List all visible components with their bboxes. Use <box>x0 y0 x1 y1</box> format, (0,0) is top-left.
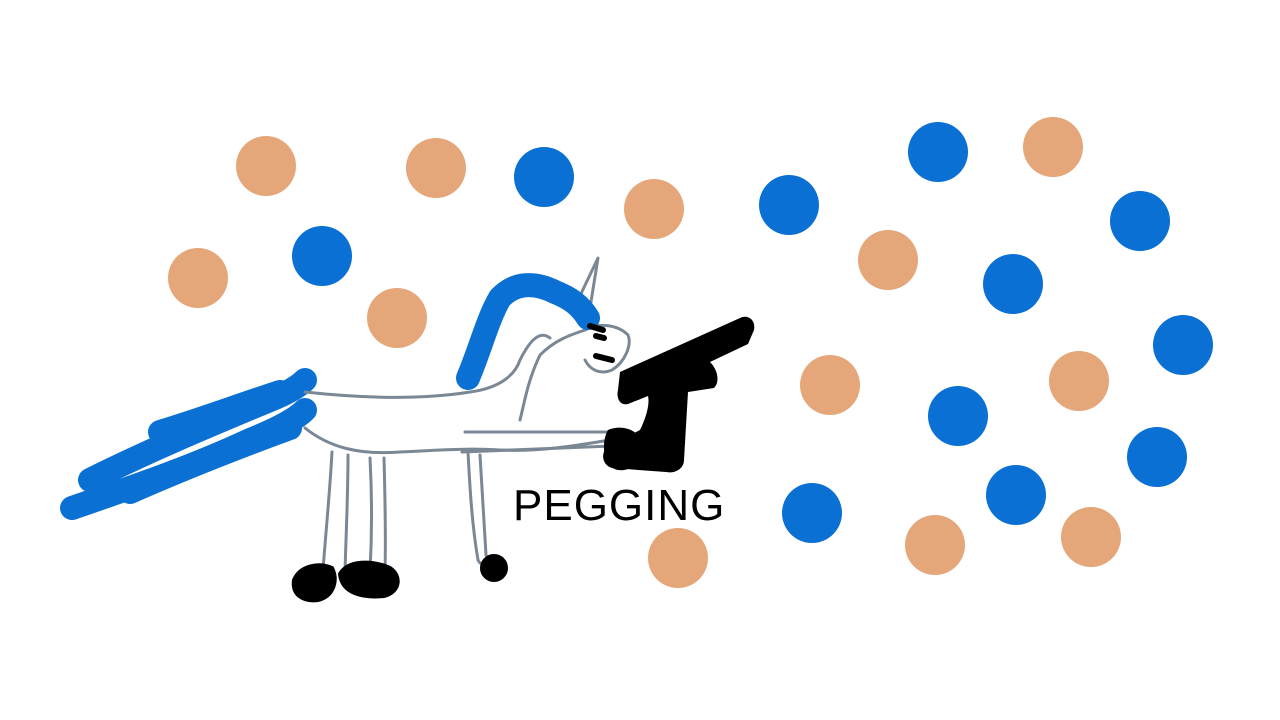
tan-dot <box>1061 507 1121 567</box>
tan-dot <box>236 136 296 196</box>
tan-dot <box>1023 117 1083 177</box>
unicorn-hooves <box>291 554 508 603</box>
unicorn-horn <box>576 256 600 310</box>
blue-dot <box>1153 315 1213 375</box>
blue-dot <box>908 122 968 182</box>
tan-dot <box>905 515 965 575</box>
tan-dot <box>1049 351 1109 411</box>
blue-dot <box>1127 427 1187 487</box>
tan-dot <box>168 248 228 308</box>
tan-dot <box>406 138 466 198</box>
unicorn-mane <box>456 273 600 390</box>
unicorn-figure <box>60 256 631 603</box>
unicorn-face <box>587 323 615 363</box>
unicorn-tail <box>60 368 317 520</box>
blue-dot <box>782 483 842 543</box>
blue-dot <box>1110 191 1170 251</box>
tan-dot <box>367 288 427 348</box>
blue-dot <box>292 226 352 286</box>
blue-dot <box>759 175 819 235</box>
unicorn-legs <box>321 450 494 574</box>
pistol-icon <box>603 316 755 473</box>
blue-dot <box>986 465 1046 525</box>
dot-field <box>168 117 1213 588</box>
blue-dot <box>514 147 574 207</box>
tan-dot <box>648 528 708 588</box>
caption-text: PEGGING <box>513 481 725 530</box>
tan-dot <box>800 355 860 415</box>
tan-dot <box>858 230 918 290</box>
blue-dot <box>983 254 1043 314</box>
unicorn-body <box>303 333 552 399</box>
tan-dot <box>624 179 684 239</box>
blue-dot <box>928 386 988 446</box>
